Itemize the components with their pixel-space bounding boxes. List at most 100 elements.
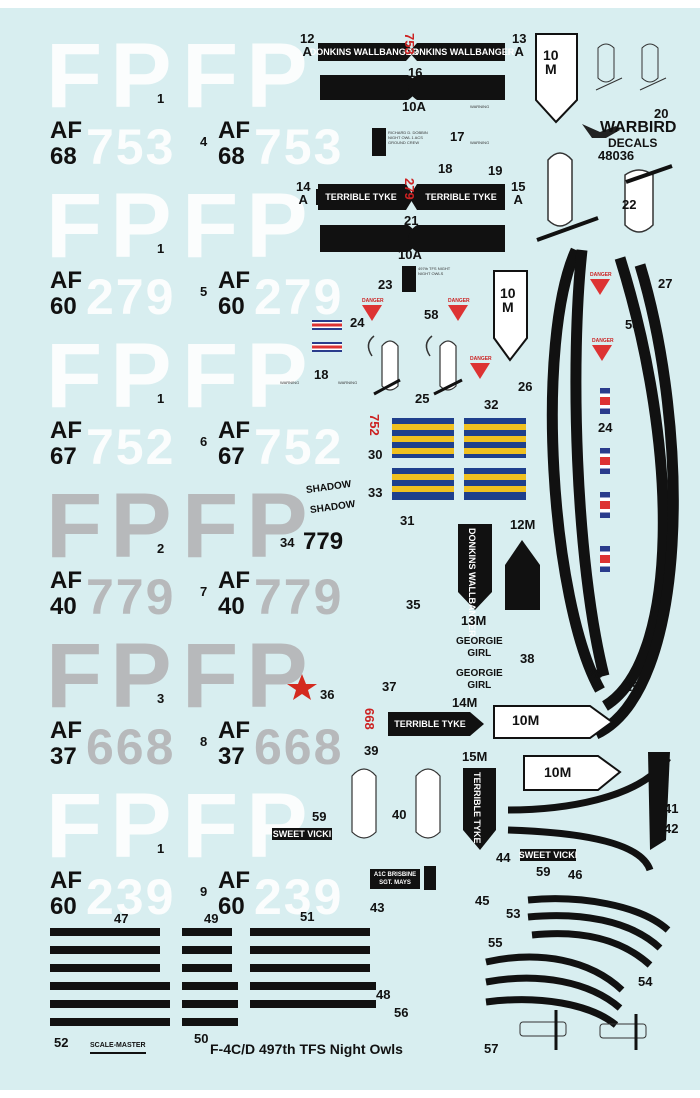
item-number: 12 A bbox=[300, 31, 315, 59]
item-number: 23 bbox=[378, 277, 393, 292]
item-number: 55 bbox=[488, 935, 503, 950]
brisbine-tag: A1C BRISBINE SGT. MAYS bbox=[370, 869, 420, 889]
item-number: 1 bbox=[157, 241, 165, 256]
item-number: 42 bbox=[664, 821, 679, 836]
item-number: 1 bbox=[157, 841, 165, 856]
sweet-vicki-tag-1: SWEET VICKI bbox=[272, 828, 332, 840]
serial-753-red: 753 bbox=[402, 33, 417, 55]
serial-number: 779 bbox=[86, 569, 176, 625]
fp-code: FP bbox=[46, 475, 180, 577]
flag-stripe bbox=[312, 320, 342, 330]
item-number: 2 bbox=[157, 541, 165, 556]
af-text: AF bbox=[218, 267, 250, 294]
danger-triangle-icon: DANGER bbox=[592, 338, 614, 361]
af-text: AF bbox=[50, 117, 82, 144]
serial-number: 239 bbox=[254, 869, 344, 925]
item-number: 9 bbox=[200, 884, 208, 899]
fp-code: FP bbox=[182, 775, 316, 877]
item-number: 39 bbox=[364, 743, 379, 758]
serial-279-red: 279 bbox=[402, 178, 417, 200]
georgie-girl-2: GEORGIE GIRL bbox=[456, 668, 503, 691]
flag-stripe bbox=[600, 448, 610, 474]
item-number: 47 bbox=[114, 911, 129, 926]
warning-text-4: WARNING bbox=[338, 380, 358, 385]
item-number: 6 bbox=[200, 434, 208, 449]
af-year: 60 bbox=[218, 893, 245, 920]
af-text: AF bbox=[218, 117, 250, 144]
flag-stripe bbox=[600, 546, 610, 572]
item-number: 27 bbox=[658, 276, 673, 291]
serial-668-red: 668 bbox=[362, 708, 377, 730]
serial-number: 752 bbox=[86, 419, 176, 475]
af-text: AF bbox=[218, 717, 250, 744]
item-number: 32 bbox=[484, 397, 499, 412]
bottom-stripes bbox=[50, 928, 376, 1026]
item-number: 18 bbox=[438, 161, 453, 176]
item-number: 43 bbox=[370, 900, 385, 915]
danger-text: DANGER bbox=[470, 356, 492, 362]
item-number: 50 bbox=[194, 1031, 209, 1046]
danger-text: DANGER bbox=[362, 298, 384, 304]
danger-triangle-icon: DANGER bbox=[448, 298, 470, 321]
owls-497-text: 497th TFS NIGHT NIGHT OWLS bbox=[418, 266, 451, 276]
item-number: 13 A bbox=[512, 31, 527, 59]
item-number: 45 bbox=[475, 893, 490, 908]
item-number: 20 bbox=[654, 106, 669, 121]
star-icon bbox=[287, 674, 317, 700]
item-number: 58 bbox=[424, 307, 439, 322]
item-number: 13M bbox=[461, 613, 487, 628]
item-number: 16 bbox=[408, 65, 423, 80]
item-number: 8 bbox=[200, 734, 208, 749]
fp-code: FP bbox=[46, 25, 180, 127]
item-number: 4 bbox=[200, 134, 208, 149]
item-number: 53 bbox=[506, 906, 521, 921]
owl-icon bbox=[547, 152, 654, 233]
arrow-10m-1: 10M bbox=[512, 712, 540, 728]
fp-code: FP bbox=[46, 175, 180, 277]
vertical-fairings bbox=[458, 524, 540, 850]
item-number: 41 bbox=[664, 801, 679, 816]
donkins-wallbanger-vertical: DONKINS WALLBANGER bbox=[467, 528, 477, 637]
fp-code: FP bbox=[46, 775, 180, 877]
fp-code: FP bbox=[46, 625, 180, 727]
item-number: 56 bbox=[394, 1005, 409, 1020]
scalemaster-logo: SCALE-MASTER bbox=[90, 1040, 146, 1054]
item-number: 19 bbox=[488, 163, 503, 178]
danger-text: DANGER bbox=[448, 298, 470, 304]
item-number: 44 bbox=[496, 850, 511, 865]
item-number: 46 bbox=[568, 867, 583, 882]
intake-stripes bbox=[546, 247, 679, 739]
item-number: 12M bbox=[510, 517, 536, 532]
serial-number: 239 bbox=[86, 869, 176, 925]
serial-number: 279 bbox=[254, 269, 344, 325]
item-number: 36 bbox=[320, 687, 335, 702]
warbird-logo: WARBIRD bbox=[600, 119, 677, 136]
warning-text-1: WARNING bbox=[470, 104, 490, 109]
item-number: 1 bbox=[157, 391, 165, 406]
intake-shields bbox=[493, 33, 578, 362]
item-number: 21 bbox=[404, 213, 419, 228]
item-number: 59 bbox=[312, 809, 327, 824]
item-number: 57 bbox=[484, 1041, 499, 1056]
jet-silhouette-icon bbox=[582, 124, 620, 138]
item-number: 15 A bbox=[511, 179, 526, 207]
item-number: 28 bbox=[588, 666, 603, 681]
fp-code: FP bbox=[46, 325, 180, 427]
af-year: 37 bbox=[50, 743, 77, 770]
danger-triangle-icon: DANGER bbox=[362, 298, 384, 321]
item-number: 3 bbox=[157, 691, 165, 706]
sku-number: 48036 bbox=[598, 148, 635, 163]
af-year: 40 bbox=[218, 593, 245, 620]
af-text: AF bbox=[218, 567, 250, 594]
item-number: 54 bbox=[638, 974, 653, 989]
serial-number: 279 bbox=[86, 269, 176, 325]
item-number: 40 bbox=[392, 807, 407, 822]
serial-number: 668 bbox=[86, 719, 176, 775]
item-number: 58 bbox=[625, 317, 640, 332]
af-year: 60 bbox=[50, 293, 77, 320]
item-number: 34 bbox=[280, 535, 295, 550]
